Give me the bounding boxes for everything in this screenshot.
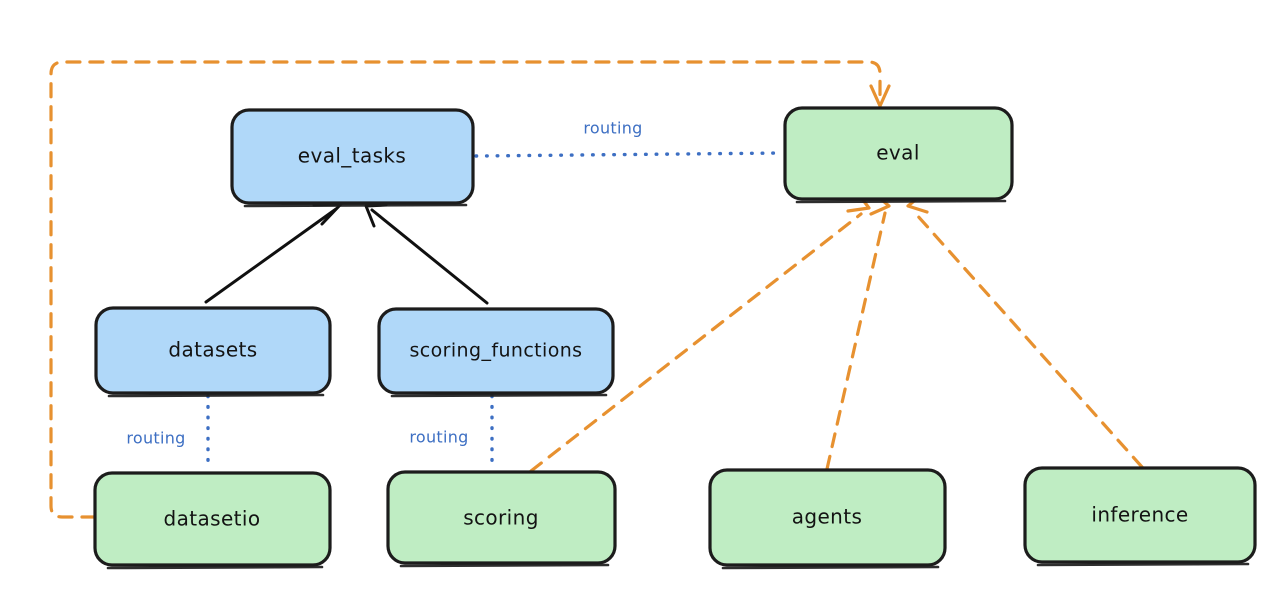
edge-label-routing-eval-tasks-eval: routing [583, 119, 642, 138]
node-scoring[interactable]: scoring [386, 470, 617, 568]
node-inference-label: inference [1091, 503, 1188, 527]
node-datasetio-label: datasetio [163, 507, 260, 531]
edge-agents-to-eval [825, 191, 891, 471]
edge-label-routing-datasets-datasetio: routing [126, 429, 185, 448]
node-agents[interactable]: agents [708, 468, 947, 570]
node-scoring-label: scoring [463, 506, 539, 530]
node-inference[interactable]: inference [1023, 466, 1257, 567]
node-scoring-functions-label: scoring_functions [410, 340, 583, 362]
node-scoring-shape[interactable] [386, 470, 617, 565]
node-datasetio[interactable]: datasetio [93, 471, 332, 570]
node-scoring-functions[interactable]: scoring_functions [377, 307, 615, 398]
node-eval-tasks[interactable]: eval_tasks [230, 108, 475, 208]
edge-label-routing-scoring-functions-scoring: routing [409, 428, 468, 447]
node-scoring-functions-shape[interactable] [377, 307, 615, 395]
node-datasets-label: datasets [168, 338, 257, 362]
edge-eval-tasks-to-eval [474, 151, 783, 158]
node-datasetio-shape[interactable] [93, 471, 332, 567]
node-eval-shape[interactable] [783, 106, 1014, 201]
node-eval-tasks-label: eval_tasks [298, 144, 406, 168]
edge-datasets-to-eval-tasks [204, 202, 343, 304]
node-eval[interactable]: eval [783, 106, 1014, 204]
edge-datasetio-to-eval [49, 60, 891, 519]
node-agents-shape[interactable] [708, 468, 947, 567]
node-inference-shape[interactable] [1023, 466, 1257, 564]
node-datasets[interactable]: datasets [94, 306, 332, 398]
node-agents-label: agents [792, 505, 863, 529]
node-eval-label: eval [876, 141, 920, 165]
edge-inference-to-eval [906, 190, 1144, 469]
node-datasets-shape[interactable] [94, 306, 332, 395]
edge-scoring-functions-to-eval-tasks [364, 203, 489, 305]
node-eval-tasks-shape[interactable] [230, 108, 475, 205]
